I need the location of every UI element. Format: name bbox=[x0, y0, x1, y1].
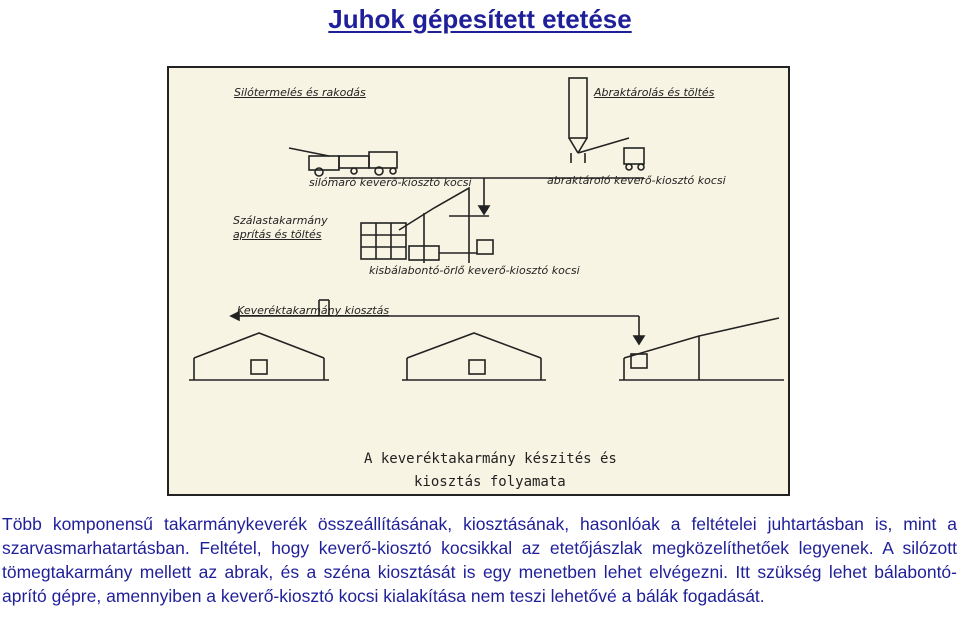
label-mix: Keveréktakarmány kiosztás bbox=[237, 304, 390, 317]
label-hay-2: aprítás és töltés bbox=[233, 228, 322, 241]
label-concentrate: Abraktárolás és töltés bbox=[594, 86, 715, 99]
page-title: Juhok gépesített etetése bbox=[328, 4, 632, 34]
label-hay-sub: kisbálabontó-örlő keverő-kiosztó kocsi bbox=[369, 264, 580, 277]
label-silage: Silótermelés és rakodás bbox=[234, 86, 366, 99]
diagram-drawing bbox=[189, 77, 784, 381]
figure-caption-line1: A keveréktakarmány készités és bbox=[364, 451, 617, 467]
label-concentrate-sub: abraktároló keverő-kiosztó kocsi bbox=[547, 174, 726, 187]
figure-caption-line2: kiosztás folyamata bbox=[414, 474, 566, 490]
label-silage-sub: silómaró keverő-kiosztó kocsi bbox=[309, 176, 472, 189]
feeding-process-diagram: Silótermelés és rakodás silómaró keverő-… bbox=[167, 66, 790, 496]
body-paragraph: Több komponensű takarmánykeverék összeál… bbox=[2, 514, 957, 606]
label-hay-1: Szálastakarmány bbox=[233, 214, 328, 227]
